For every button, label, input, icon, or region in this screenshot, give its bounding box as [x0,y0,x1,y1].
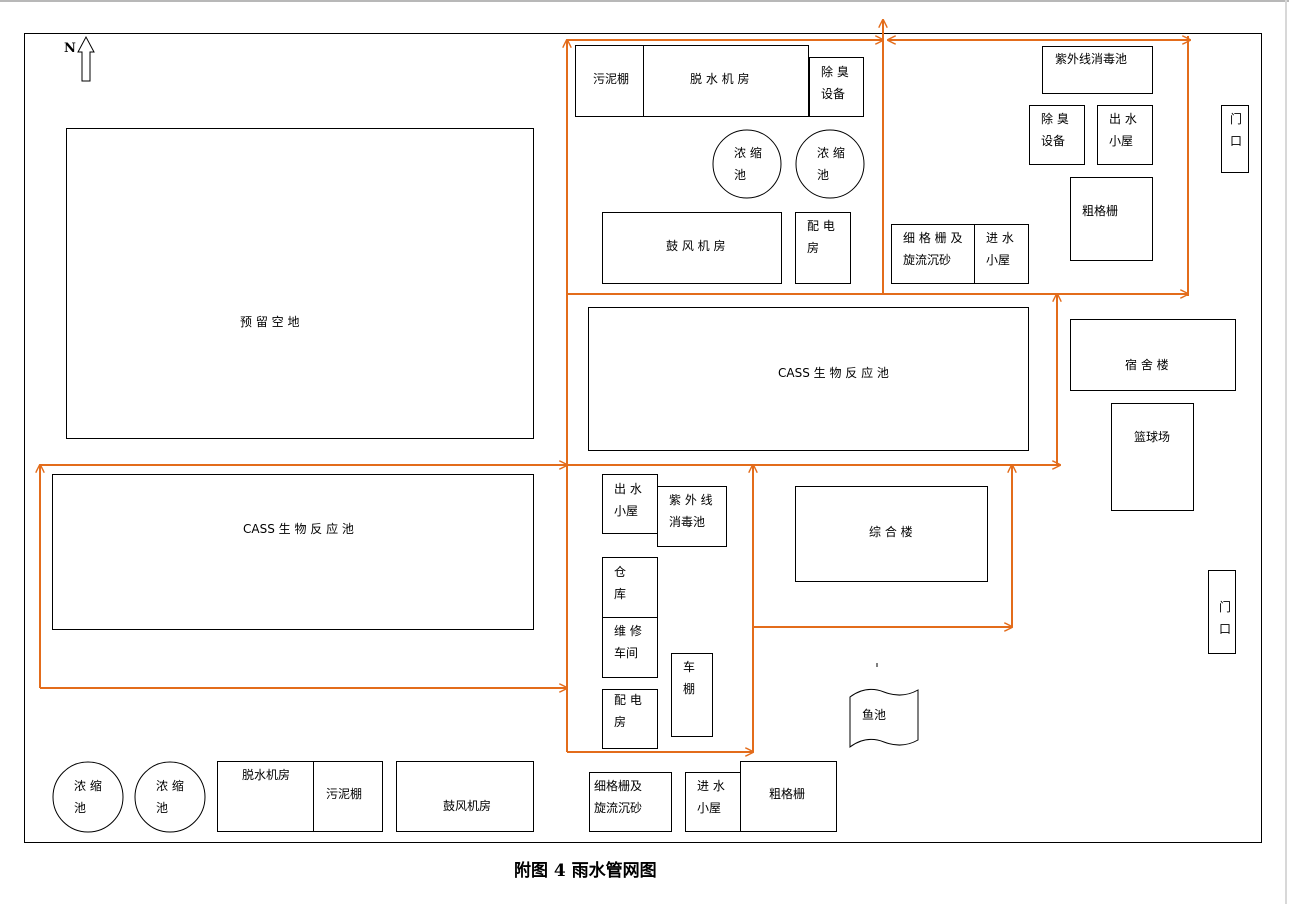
dewatering-room-top-label: 脱 水 机 房 [690,72,750,86]
thickener-tank-4-label: 浓 缩 池 [156,779,184,815]
fine-screen-grit-right: 细 格 栅 及 旋流沉砂 [891,224,975,284]
car-shed: 车 棚 [671,653,713,737]
dewatering-room-bottom-label: 脱水机房 [242,768,291,782]
car-shed-label: 车 棚 [683,660,696,696]
thickener-tank-1 [712,129,782,199]
site-boundary [24,33,1262,843]
blower-room-bottom: 鼓风机房 [396,761,534,832]
thickener-tank-3-label: 浓 缩 池 [74,779,102,815]
fish-pond [849,688,919,748]
power-room-top-label: 配 电 房 [807,219,835,255]
figure-caption: 附图 4 雨水管网图 [514,861,657,881]
outlet-house-right: 出 水 小屋 [1097,105,1153,165]
uv-disinfection-mid: 紫 外 线 消毒池 [657,486,727,547]
coarse-screen-bottom: 粗格栅 [740,761,837,832]
warehouse-label: 仓 库 [614,565,627,601]
reserved-land-label: 预 留 空 地 [240,315,300,329]
cass-tank-top: CASS 生 物 反 应 池 [588,307,1029,451]
blower-room-top: 鼓 风 机 房 [602,212,782,284]
thickener-tank-2-label: 浓 缩 池 [817,146,845,182]
deodor-equip-top-label: 除 臭 设备 [821,65,849,101]
power-room-mid-label: 配 电 房 [614,693,642,729]
north-label: N [64,41,76,56]
blower-room-top-label: 鼓 风 机 房 [666,239,726,253]
blower-room-bottom-label: 鼓风机房 [443,799,492,813]
uv-disinfection-mid-label: 紫 外 线 消毒池 [669,493,713,529]
deodor-equip-right: 除 臭 设备 [1029,105,1085,165]
thickener-tank-4 [134,761,206,833]
outlet-house-right-label: 出 水 小屋 [1109,112,1137,148]
coarse-screen-bottom-label: 粗格栅 [769,787,806,801]
cass-tank-top-label: CASS 生 物 反 应 池 [778,366,889,380]
repair-workshop-label: 维 修 车间 [614,624,642,660]
right-border-line [1285,0,1287,904]
thickener-tank-1-label: 浓 缩 池 [734,146,762,182]
power-room-top: 配 电 房 [795,212,851,284]
deodor-equip-right-label: 除 臭 设备 [1041,112,1069,148]
dormitory: 宿 舍 楼 [1070,319,1236,391]
reserved-land: 预 留 空 地 [66,128,534,439]
office-building-label: 综 合 楼 [869,525,913,539]
inlet-house-right: 进 水 小屋 [974,224,1029,284]
fish-pond-label: 鱼池 [862,708,887,722]
fine-screen-grit-bottom-label: 细格栅及 旋流沉砂 [594,779,643,815]
repair-workshop: 维 修 车间 [602,617,658,678]
fine-screen-grit-right-label: 细 格 栅 及 旋流沉砂 [903,231,963,267]
sludge-shed-bottom: 污泥棚 [313,761,383,832]
uv-disinfection-top: 紫外线消毒池 [1042,46,1153,94]
thickener-tank-2 [795,129,865,199]
gate-bottom: 门 口 [1208,570,1236,654]
top-border-line [0,0,1289,2]
dewatering-room-top: 脱 水 机 房 [643,45,809,117]
dormitory-label: 宿 舍 楼 [1125,358,1169,372]
outlet-house-mid-label: 出 水 小屋 [614,482,642,518]
gate-bottom-label: 门 口 [1219,600,1232,636]
inlet-house-right-label: 进 水 小屋 [986,231,1014,267]
fine-screen-grit-bottom: 细格栅及 旋流沉砂 [589,772,672,832]
gate-top: 门 口 [1221,105,1249,173]
power-room-mid: 配 电 房 [602,689,658,749]
uv-disinfection-top-label: 紫外线消毒池 [1055,52,1128,66]
cass-tank-left-label: CASS 生 物 反 应 池 [243,522,354,536]
gate-top-label: 门 口 [1230,112,1243,148]
office-building: 综 合 楼 [795,486,988,582]
coarse-screen-right: 粗格栅 [1070,177,1153,261]
basketball-court-label: 篮球场 [1134,430,1171,444]
coarse-screen-right-label: 粗格栅 [1082,204,1119,218]
inlet-house-bottom-label: 进 水 小屋 [697,779,725,815]
sludge-shed-top-label: 污泥棚 [593,72,630,86]
deodor-equip-top: 除 臭 设备 [809,57,864,117]
sludge-shed-bottom-label: 污泥棚 [326,787,363,801]
basketball-court: 篮球场 [1111,403,1194,511]
cass-tank-left: CASS 生 物 反 应 池 [52,474,534,630]
thickener-tank-3 [52,761,124,833]
